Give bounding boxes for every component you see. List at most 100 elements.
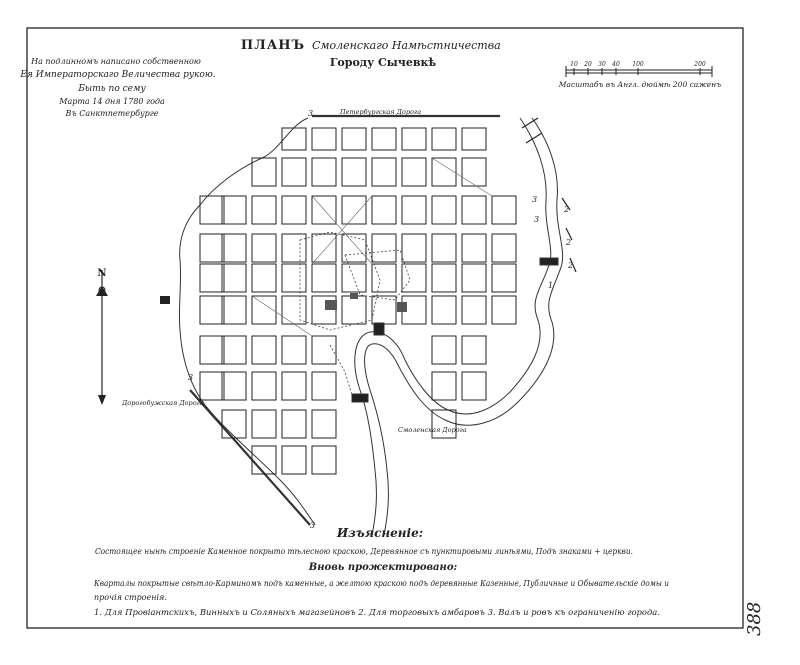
square-diagonal bbox=[311, 195, 373, 265]
town-block bbox=[281, 233, 307, 263]
town-block bbox=[221, 371, 247, 401]
riverbank-storehouses bbox=[521, 117, 577, 273]
town-block bbox=[341, 263, 367, 293]
town-block bbox=[311, 263, 337, 293]
town-block bbox=[491, 263, 517, 293]
approval-line-2: Ея Императорскаго Величества рукою. bbox=[19, 70, 215, 80]
town-block bbox=[251, 295, 277, 325]
town-block bbox=[461, 335, 487, 365]
town-block bbox=[371, 233, 397, 263]
existing-buildings bbox=[299, 231, 411, 396]
legend-line-2: Кварталы покрытые свѣтло-Карминомъ подъ … bbox=[93, 579, 669, 588]
legend-line-3: прочія строенія. bbox=[94, 593, 167, 602]
approval-line-4: Марта 14 дня 1780 года bbox=[58, 97, 165, 106]
legend-heading: Изъясненіе: bbox=[336, 526, 423, 540]
town-block bbox=[251, 335, 277, 365]
town-block bbox=[341, 233, 367, 263]
town-block bbox=[281, 195, 307, 225]
town-block bbox=[401, 127, 427, 151]
map-frame bbox=[26, 27, 744, 629]
town-block bbox=[221, 295, 247, 325]
town-block bbox=[221, 409, 247, 439]
town-block bbox=[461, 295, 487, 325]
compass-arrow: N bbox=[96, 268, 108, 405]
town-block bbox=[221, 335, 247, 365]
scale-caption: Масштабъ въ Англ. дюймѣ 200 саженъ bbox=[558, 80, 721, 89]
town-block bbox=[341, 295, 367, 325]
town-block bbox=[491, 195, 517, 225]
map-number: 2 bbox=[565, 238, 571, 247]
scale-tick-label: 20 bbox=[583, 61, 592, 68]
town-block bbox=[199, 371, 225, 401]
town-block bbox=[491, 295, 517, 325]
town-block bbox=[341, 157, 367, 187]
scale-tick-label: 40 bbox=[611, 61, 620, 68]
road-label-dorogobuzh: Дорогобужская Дорога bbox=[121, 399, 204, 407]
west-gate-marker bbox=[160, 296, 170, 304]
town-block bbox=[461, 127, 487, 151]
compass-north-label: N bbox=[97, 268, 106, 279]
town-block bbox=[199, 295, 225, 325]
title-block: ПЛАНЪ Смоленскаго Намѣстничества Городу … bbox=[241, 38, 501, 69]
town-block bbox=[371, 295, 397, 325]
town-block bbox=[251, 233, 277, 263]
town-block bbox=[461, 263, 487, 293]
approval-line-1: На подлинномъ написано собственною bbox=[30, 57, 201, 66]
bridge-east bbox=[539, 257, 559, 266]
town-block bbox=[461, 371, 487, 401]
town-block bbox=[311, 371, 337, 401]
town-block bbox=[431, 233, 457, 263]
town-block bbox=[281, 127, 307, 151]
town-block bbox=[431, 295, 457, 325]
bridge-south bbox=[351, 393, 369, 403]
town-block bbox=[251, 409, 277, 439]
scale-tick-label: 200 bbox=[693, 61, 706, 68]
town-block bbox=[491, 233, 517, 263]
town-block bbox=[371, 263, 397, 293]
town-block bbox=[311, 233, 337, 263]
town-block bbox=[311, 335, 337, 365]
plan-subtitle: Городу Сычевкѣ bbox=[330, 56, 437, 69]
town-block bbox=[431, 157, 457, 187]
map-number: 3 bbox=[188, 373, 193, 382]
town-block bbox=[251, 371, 277, 401]
town-block bbox=[401, 233, 427, 263]
plan-title: ПЛАНЪ bbox=[241, 38, 305, 53]
map-number: 3 bbox=[532, 195, 537, 204]
town-block bbox=[281, 409, 307, 439]
town-block bbox=[461, 157, 487, 187]
town-block bbox=[431, 127, 457, 151]
town-boundary bbox=[178, 114, 500, 526]
town-block bbox=[431, 371, 457, 401]
river bbox=[351, 117, 564, 536]
legend-line-1: Состоящее нынѣ строеніе Каменное покрыто… bbox=[95, 547, 633, 556]
town-block bbox=[401, 157, 427, 187]
town-block bbox=[281, 295, 307, 325]
town-block bbox=[281, 335, 307, 365]
stone-buildings bbox=[325, 293, 407, 312]
town-block bbox=[251, 263, 277, 293]
map-number: 3 bbox=[534, 215, 539, 224]
town-block bbox=[371, 157, 397, 187]
town-block bbox=[251, 195, 277, 225]
plan-title-script: Смоленскаго Намѣстничества bbox=[312, 39, 501, 52]
map-number: 3 bbox=[310, 521, 315, 530]
town-block bbox=[281, 263, 307, 293]
approval-line-5: Въ Санктпетербурге bbox=[64, 109, 158, 118]
town-block bbox=[199, 195, 225, 225]
town-block bbox=[311, 157, 337, 187]
town-block bbox=[431, 195, 457, 225]
town-block bbox=[251, 157, 277, 187]
town-block bbox=[461, 195, 487, 225]
town-block bbox=[199, 233, 225, 263]
bridge-center bbox=[373, 322, 385, 336]
town-block bbox=[221, 233, 247, 263]
town-block bbox=[221, 195, 247, 225]
map-number: 2 bbox=[563, 205, 569, 214]
map-number: 3 bbox=[308, 109, 313, 118]
town-block bbox=[281, 157, 307, 187]
archive-number: 388 bbox=[744, 602, 765, 636]
town-block bbox=[311, 127, 337, 151]
town-block bbox=[221, 263, 247, 293]
